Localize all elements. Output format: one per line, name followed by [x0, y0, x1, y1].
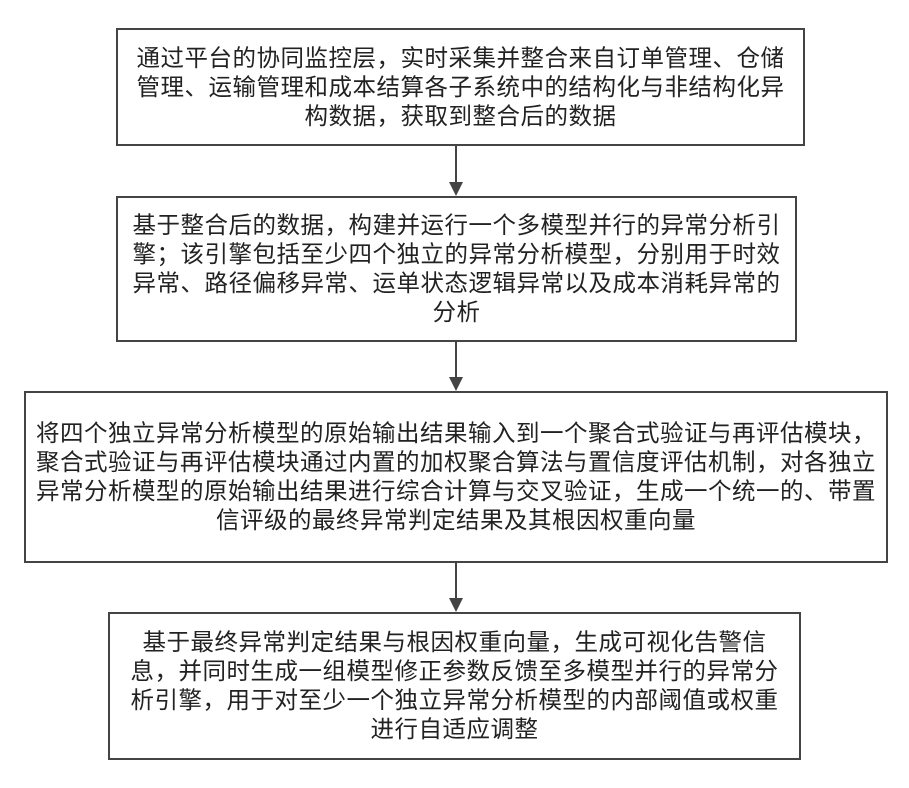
arrow-3-to-4: [449, 563, 463, 612]
arrow-1-to-2: [449, 146, 463, 196]
arrow-2-to-3: [449, 342, 463, 391]
